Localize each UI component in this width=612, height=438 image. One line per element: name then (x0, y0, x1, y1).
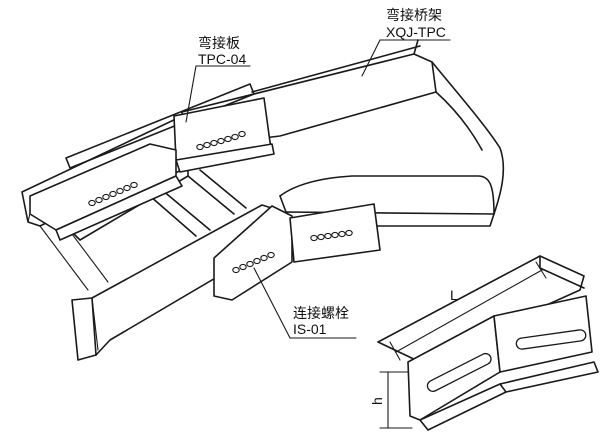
bolt-hole-row-left (88, 181, 138, 207)
length-dimension-label: L (450, 287, 458, 303)
bolt-hole-row-top (196, 130, 246, 151)
elbow-plate-label-code: TPC-04 (198, 51, 246, 67)
elbow-plate-left (29, 143, 183, 241)
bolt-label-cn: 连接螺栓 (293, 305, 349, 321)
connector-plate-lower (213, 203, 381, 301)
slot-left (426, 352, 492, 392)
height-dimension-label: h (369, 397, 385, 405)
dimension-lines (379, 261, 547, 429)
elbow-plate-label-cn: 弯接板 (198, 35, 240, 51)
detail-elbow-plate (377, 255, 599, 431)
elbow-tray-label-code: XQJ-TPC (386, 24, 446, 40)
slot-right (515, 329, 587, 350)
bolt-hole-row-lower-right (310, 229, 353, 242)
callout-leaders (185, 39, 451, 339)
elbow-tray-label-cn: 弯接桥架 (386, 7, 442, 23)
bolt-hole-row-lower-left (232, 251, 275, 274)
bolt-label-code: IS-01 (293, 321, 327, 337)
